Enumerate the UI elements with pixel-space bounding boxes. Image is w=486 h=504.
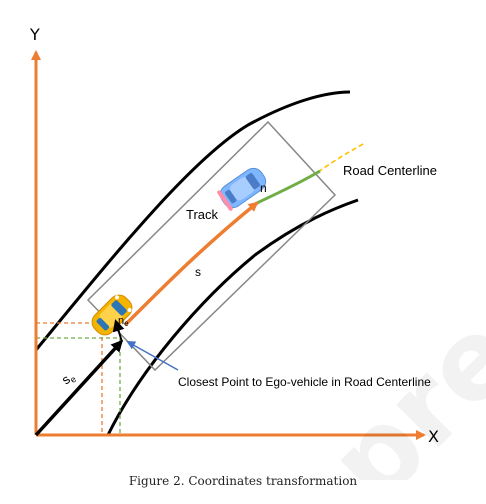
se-label-sub: e [68,374,78,385]
track-label: Track [186,207,219,222]
centerline-green-segment [256,169,321,205]
track-window [86,120,337,372]
road-centerline-label: Road Centerline [343,163,437,178]
se-vector [34,339,124,437]
y-axis-label: Y [29,25,40,44]
s-label: s [195,265,201,279]
track-path-s [123,201,259,327]
se-label: se [59,368,79,388]
ne-label-sub: e [124,319,129,328]
ne-label: ne [118,315,129,328]
road-edge-right [106,198,359,436]
centerline-extension [317,142,366,173]
target-vehicle [217,167,267,211]
x-axis-label: X [428,427,439,446]
coordinate-figure: Y X Road Centerline Track s n ne se Clos… [29,25,439,446]
n-label: n [260,181,267,195]
road-edge-left [34,90,351,351]
ego-vehicle [91,294,133,336]
figure-caption: Figure 2. Coordinates transformation [128,474,358,488]
ne-vector [112,319,125,343]
ne-label-main: n [118,315,124,327]
closest-point-pointer [126,341,179,371]
closest-point-label: Closest Point to Ego-vehicle in Road Cen… [178,375,431,389]
